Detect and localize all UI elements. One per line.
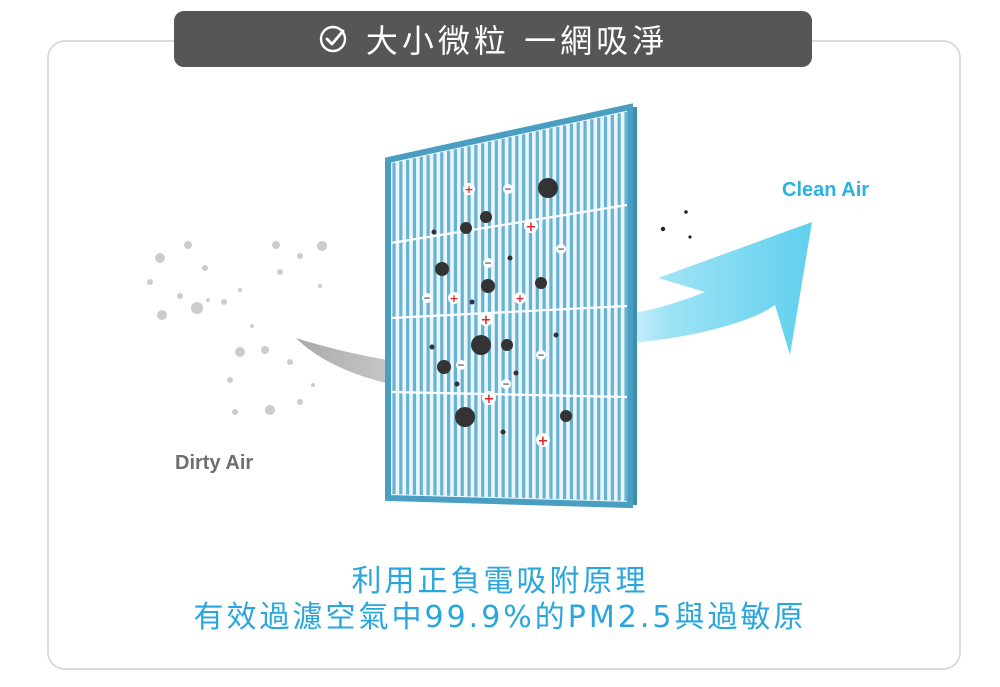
svg-text:+: + (449, 292, 458, 305)
svg-text:−: − (557, 245, 565, 255)
banner-title: 大小微粒 一網吸淨 (365, 22, 669, 60)
svg-text:+: + (526, 220, 537, 235)
trapped-particles (429, 178, 572, 435)
svg-text:−: − (457, 361, 465, 371)
dirty-air-label: Dirty Air (175, 452, 254, 474)
svg-text:+: + (484, 392, 495, 407)
clean-side-dots (660, 210, 692, 239)
filter-panel (385, 103, 637, 509)
check-circle-icon (319, 25, 347, 53)
clean-air-arrow (590, 222, 812, 355)
svg-text:+: + (515, 292, 524, 305)
svg-text:−: − (504, 185, 512, 195)
title-banner: 大小微粒 一網吸淨 (174, 11, 812, 67)
charge-markers: + − + − − − + + + − − − + + (422, 183, 566, 449)
caption-line-2: 有效過濾空氣中99.9%的PM2.5與過敏原 (193, 600, 807, 635)
clean-air-label: Clean Air (782, 179, 870, 201)
dirty-particles (147, 241, 327, 415)
svg-text:−: − (423, 294, 431, 304)
caption-line-1: 利用正負電吸附原理 (351, 564, 649, 599)
svg-text:−: − (537, 351, 545, 361)
svg-text:+: + (538, 434, 549, 449)
svg-text:+: + (481, 313, 492, 328)
svg-text:+: + (464, 183, 473, 196)
svg-text:−: − (484, 259, 492, 269)
svg-text:−: − (502, 380, 510, 390)
